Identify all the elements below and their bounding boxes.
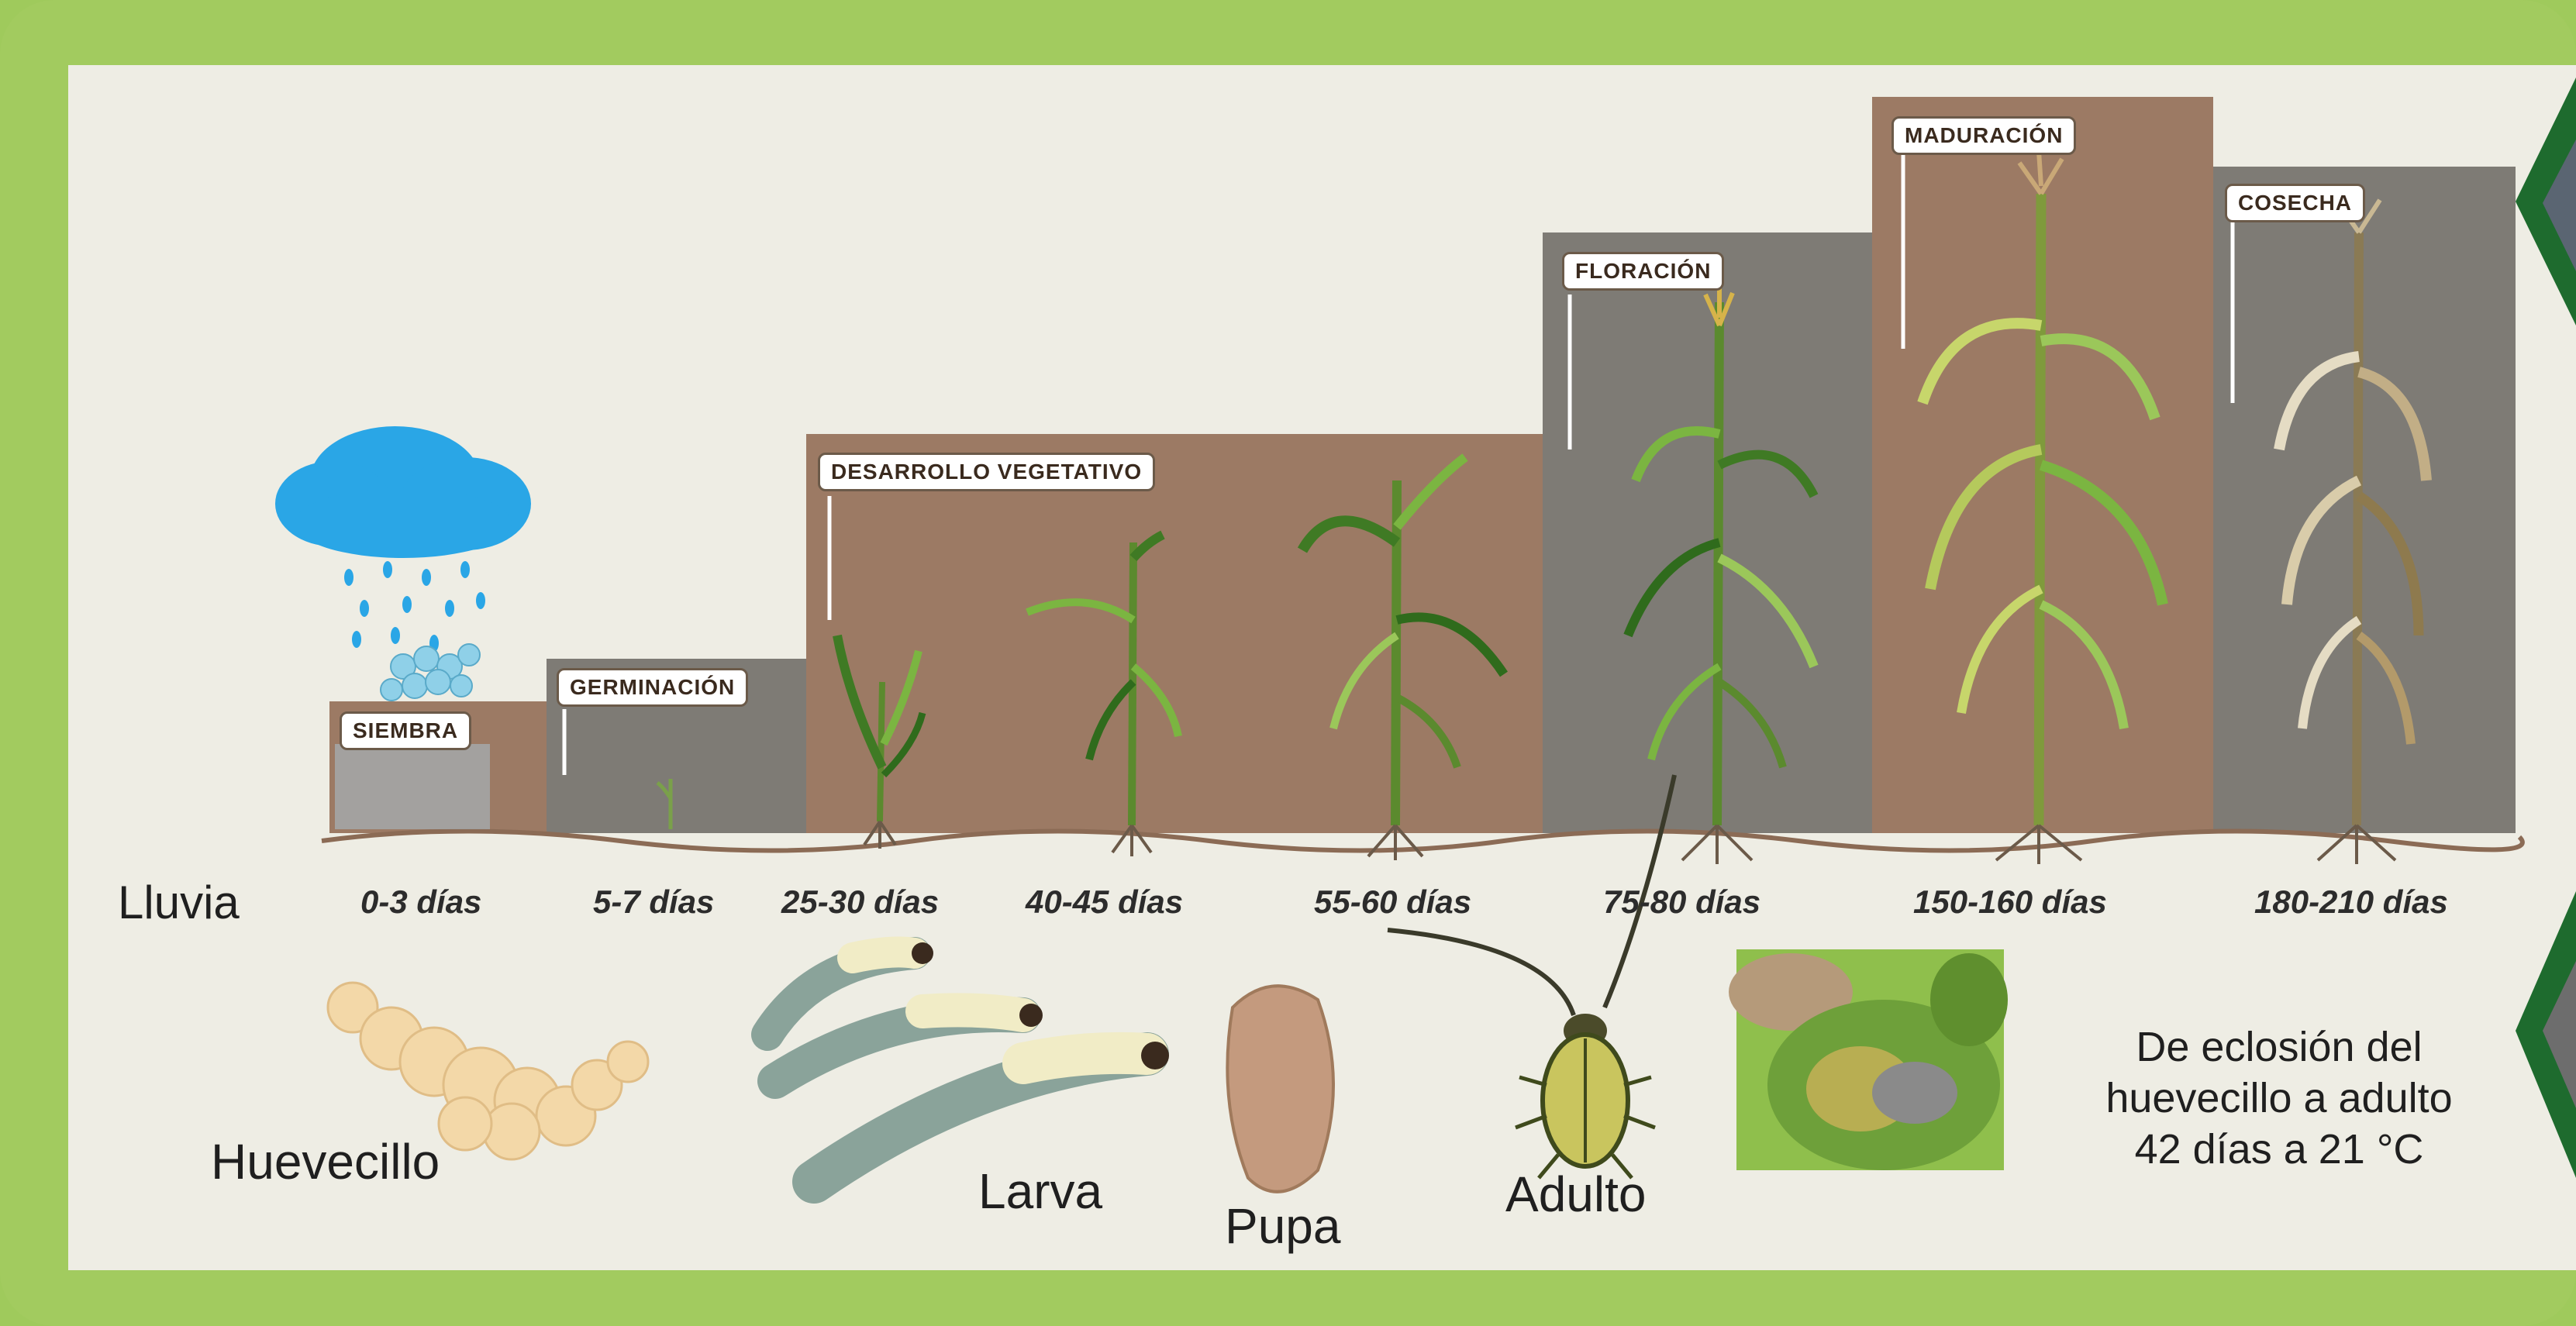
beetle-on-leaf-photo (1729, 949, 2008, 1170)
insect-label-pupa: Pupa (1225, 1197, 1340, 1255)
note-line-2: huevecillo a adulto (2031, 1073, 2527, 1124)
insect-label-larva: Larva (978, 1162, 1102, 1220)
stage-label-floracion: FLORACIÓN (1562, 252, 1724, 291)
day-label-3: 40-45 días (1026, 883, 1183, 921)
rain-row-label: Lluvia (118, 876, 240, 929)
insect-label-egg: Huevecillo (211, 1133, 440, 1190)
day-label-1: 5-7 días (593, 883, 714, 921)
day-label-5: 75-80 días (1603, 883, 1760, 921)
pupa-icon (1227, 986, 1333, 1192)
development-note: De eclosión del huevecillo a adulto 42 d… (2031, 1021, 2527, 1175)
insect-label-adult: Adulto (1505, 1166, 1646, 1223)
stage-label-maduracion: MADURACIÓN (1891, 116, 2076, 155)
stage-label-germinacion: GERMINACIÓN (557, 668, 748, 707)
day-label-0: 0-3 días (360, 883, 481, 921)
day-label-6: 150-160 días (1913, 883, 2107, 921)
rain-drops-icon (344, 561, 485, 652)
note-line-1: De eclosión del (2031, 1021, 2527, 1073)
seeds-icon (381, 644, 480, 701)
day-label-7: 180-210 días (2254, 883, 2448, 921)
seed-bed (335, 744, 490, 829)
day-label-2: 25-30 días (781, 883, 939, 921)
stage-label-desarrollo-vegetativo: DESARROLLO VEGETATIVO (818, 453, 1155, 491)
note-line-3: 42 días a 21 °C (2031, 1124, 2527, 1175)
block-floracion (1543, 232, 1872, 833)
larva-icon (767, 942, 1169, 1182)
stage-label-cosecha: COSECHA (2225, 184, 2365, 222)
stage-label-siembra: SIEMBRA (340, 711, 471, 750)
rain-cloud-icon (275, 426, 531, 558)
day-label-4: 55-60 días (1314, 883, 1471, 921)
block-desarrollo-vegetativo (806, 434, 1543, 833)
